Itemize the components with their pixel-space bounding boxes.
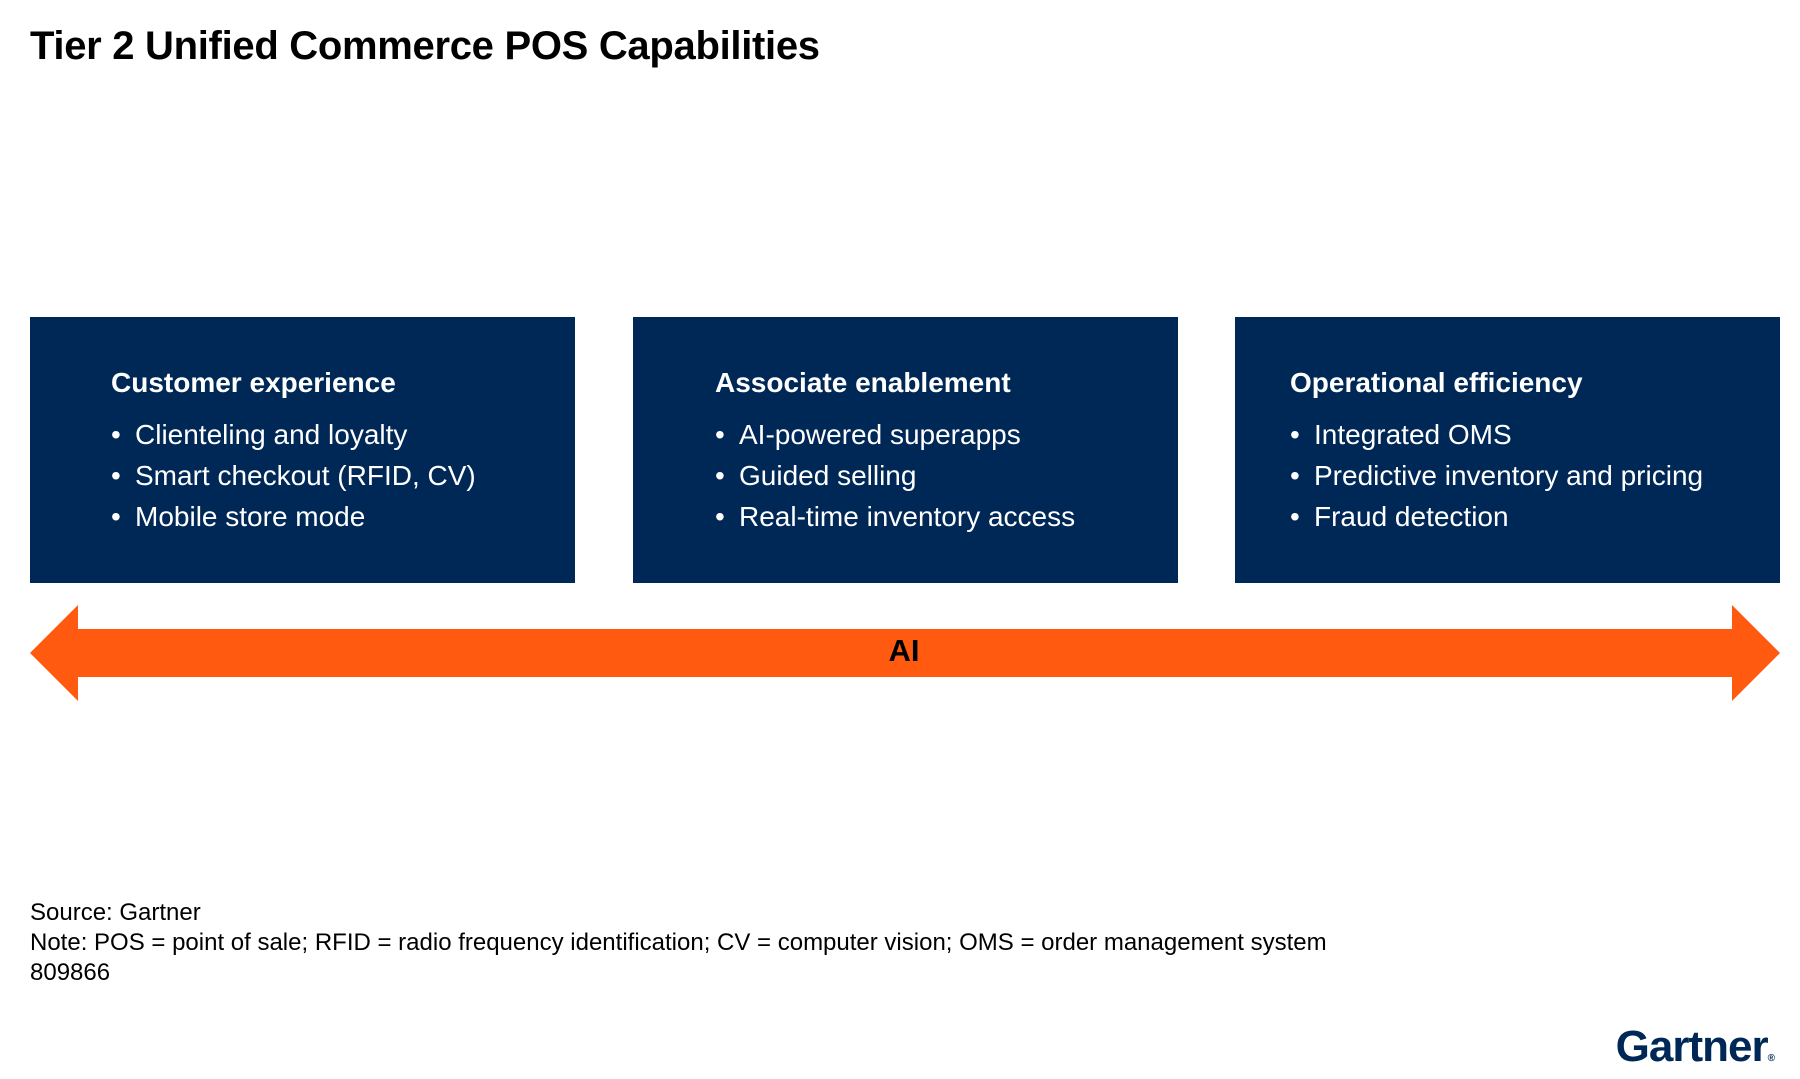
panel-list: •AI-powered superapps •Guided selling •R… bbox=[715, 414, 1075, 537]
list-item: •Fraud detection bbox=[1290, 496, 1703, 537]
list-item: •AI-powered superapps bbox=[715, 414, 1075, 455]
source-text: Source: Gartner bbox=[30, 899, 201, 926]
gartner-logo: Gartner® bbox=[1615, 1022, 1775, 1071]
figure-id: 809866 bbox=[30, 959, 111, 986]
note-text: Note: POS = point of sale; RFID = radio … bbox=[30, 929, 1327, 956]
arrow-shape bbox=[30, 605, 1780, 701]
arrow-label: AI bbox=[888, 633, 920, 668]
list-item: •Integrated OMS bbox=[1290, 414, 1703, 455]
panel-heading: Associate enablement bbox=[715, 367, 1011, 398]
page-title: Tier 2 Unified Commerce POS Capabilities bbox=[30, 24, 820, 68]
list-item: •Real-time inventory access bbox=[715, 496, 1075, 537]
bullet-icon: • bbox=[111, 501, 121, 532]
bullet-icon: • bbox=[715, 501, 725, 532]
footer: Source: Gartner Note: POS = point of sal… bbox=[30, 898, 1327, 988]
panel-list: •Clienteling and loyalty •Smart checkout… bbox=[111, 414, 476, 537]
panel-associate-enablement: Associate enablement •AI-powered superap… bbox=[633, 317, 1178, 583]
list-item: •Mobile store mode bbox=[111, 496, 476, 537]
bullet-icon: • bbox=[1290, 419, 1300, 450]
bullet-icon: • bbox=[111, 460, 121, 491]
list-item: •Predictive inventory and pricing bbox=[1290, 455, 1703, 496]
panel-operational-efficiency: Operational efficiency •Integrated OMS •… bbox=[1235, 317, 1780, 583]
double-arrow-icon bbox=[30, 605, 1780, 701]
bullet-icon: • bbox=[111, 419, 121, 450]
bullet-icon: • bbox=[1290, 460, 1300, 491]
panel-list: •Integrated OMS •Predictive inventory an… bbox=[1290, 414, 1703, 537]
panel-customer-experience: Customer experience •Clienteling and loy… bbox=[30, 317, 575, 583]
list-item: •Smart checkout (RFID, CV) bbox=[111, 455, 476, 496]
panel-heading: Operational efficiency bbox=[1290, 367, 1583, 398]
bullet-icon: • bbox=[715, 460, 725, 491]
list-item: •Guided selling bbox=[715, 455, 1075, 496]
bullet-icon: • bbox=[1290, 501, 1300, 532]
bullet-icon: • bbox=[715, 419, 725, 450]
list-item: •Clienteling and loyalty bbox=[111, 414, 476, 455]
panel-heading: Customer experience bbox=[111, 367, 396, 398]
registered-mark: ® bbox=[1767, 1053, 1775, 1064]
